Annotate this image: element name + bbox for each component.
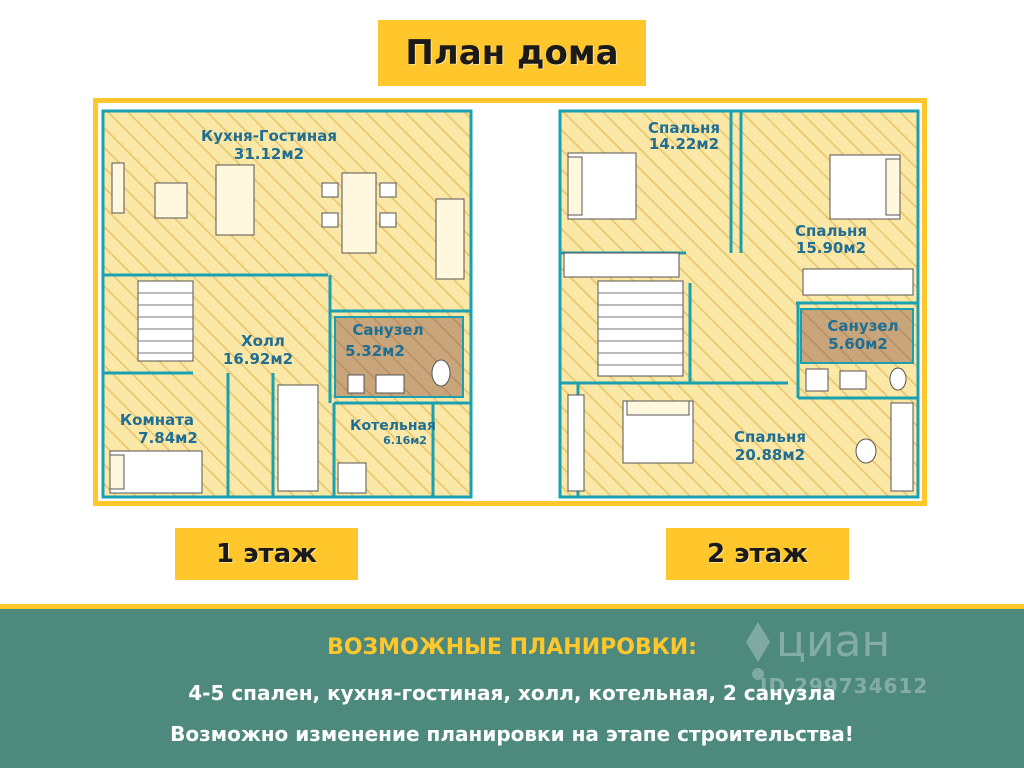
room-label-name: Кухня-Гостиная	[201, 127, 337, 145]
wardrobe-1	[277, 384, 319, 492]
room-label-area: 15.90м2	[796, 239, 866, 257]
wardrobe-5	[563, 252, 680, 278]
floor-1-plan	[101, 109, 473, 499]
bathroom-fixtures-2	[805, 367, 907, 392]
watermark-id: ID 299734612	[760, 674, 929, 698]
room-label-name: Холл	[241, 332, 285, 350]
info-heading: ВОЗМОЖНЫЕ ПЛАНИРОВКИ:	[327, 635, 697, 660]
staircase-2	[597, 280, 684, 377]
room-label-name: Спальня	[648, 119, 720, 137]
floor-2-label-text: 2 этаж	[706, 539, 809, 569]
bathroom-fixtures-1	[347, 359, 451, 394]
page-title: План дома	[405, 33, 619, 73]
room-label-area: 14.22м2	[649, 135, 719, 153]
bed-1	[109, 450, 203, 494]
wardrobe-4	[802, 268, 914, 296]
title-banner: План дома	[378, 20, 646, 86]
room-label-area: 16.92м2	[223, 350, 293, 368]
floor-2-label: 2 этаж	[666, 528, 849, 580]
room-label-name: Санузел	[827, 317, 898, 335]
info-line-2: Возможно изменение планировки на этапе с…	[170, 722, 854, 746]
chair	[855, 438, 877, 464]
room-label-area: 5.60м2	[828, 335, 888, 353]
room-label-name: Спальня	[795, 222, 867, 240]
room-label-name: Котельная	[350, 418, 436, 434]
kitchen-furniture	[111, 162, 465, 280]
room-label-name: Спальня	[734, 428, 806, 446]
floor-1-label-text: 1 этаж	[215, 539, 318, 569]
room-label-area: 5.32м2	[345, 342, 405, 360]
room-label-name: Комната	[120, 411, 194, 429]
floor-2-plan	[558, 109, 920, 499]
wardrobe-2	[890, 402, 914, 492]
room-label-area: 20.88м2	[735, 446, 805, 464]
floor-plans-frame: Кухня-Гостиная 31.12м2 Холл 16.92м2 Сану…	[93, 98, 927, 506]
watermark-brand: циан	[776, 616, 891, 667]
floor-1-label: 1 этаж	[175, 528, 358, 580]
info-band: ВОЗМОЖНЫЕ ПЛАНИРОВКИ: 4-5 спален, кухня-…	[0, 604, 1024, 768]
room-label-area: 7.84м2	[138, 429, 198, 447]
beds-2	[567, 152, 901, 464]
watermark-logo-icon	[746, 622, 770, 680]
info-line-1: 4-5 спален, кухня-гостиная, холл, котель…	[188, 681, 836, 705]
room-label-area: 31.12м2	[234, 145, 304, 163]
room-label-name: Санузел	[352, 321, 423, 339]
floor-plans-drawing: Кухня-Гостиная 31.12м2 Холл 16.92м2 Сану…	[101, 109, 920, 499]
wardrobe-3	[567, 394, 585, 492]
room-label-area: 6.16м2	[383, 434, 427, 447]
boiler	[337, 462, 367, 494]
staircase-1	[137, 280, 194, 362]
